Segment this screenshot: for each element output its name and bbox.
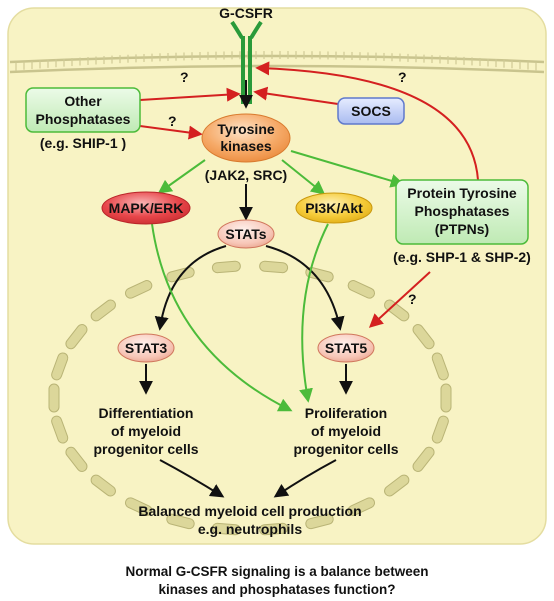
nuclear-envelope-segment [431, 352, 449, 381]
ptpn-line1: Protein Tyrosine [407, 185, 517, 201]
g-csfr-label: G-CSFR [219, 5, 273, 21]
nuclear-envelope-segment [440, 383, 452, 413]
nuclear-envelope-segment [48, 383, 60, 413]
nuclear-envelope-segment [124, 280, 153, 299]
ptpn-example: (e.g. SHP-1 & SHP-2) [393, 249, 531, 265]
stat3-node [117, 333, 175, 363]
mapk-erk-label: MAPK/ERK [109, 200, 184, 216]
arrow-other-phosphatases-to-kinases [139, 125, 203, 140]
nuclear-envelope-segment [211, 260, 241, 274]
arrow-socs-to-receptor [253, 86, 339, 105]
nucleus-envelope [48, 260, 452, 536]
arrow-pi3k-to-proliferation [299, 223, 329, 403]
nuclear-envelope-segment [259, 522, 289, 536]
proliferation-line2: of myeloid [311, 423, 381, 439]
nuclear-envelope-segment [211, 522, 241, 536]
arrow-differentiation-to-balanced [159, 459, 225, 498]
nuclear-envelope-segment [259, 260, 289, 274]
nuclear-envelope-segment [384, 474, 410, 497]
other-phosphatases-line2: Phosphatases [36, 111, 131, 127]
nuclear-envelope-segment [412, 324, 435, 350]
socs-label: SOCS [351, 103, 391, 119]
question-mark-2: ? [168, 113, 177, 129]
arrow-stats-to-stat5 [265, 245, 345, 331]
nuclear-envelope-segment [65, 446, 88, 472]
arrow-ptpn-to-receptor [255, 61, 479, 181]
nuclear-envelope-segment [124, 497, 153, 516]
other-phosphatases-line1: Other [64, 93, 102, 109]
nuclear-envelope-segment [51, 352, 69, 381]
g-csfr-receptor [230, 20, 263, 104]
nuclear-envelope-segment [412, 446, 435, 472]
nuclear-envelope-segment [305, 513, 334, 530]
arrow-stats-to-stat3 [154, 245, 227, 331]
other-phosphatases-box [25, 87, 141, 133]
cell-background [7, 7, 547, 545]
arrow-kinases-to-ptpn [290, 150, 405, 188]
mapk-erk-node [101, 191, 191, 225]
ptpn-line2: Phosphatases [415, 203, 510, 219]
nuclear-envelope-segment [65, 324, 88, 350]
arrow-kinases-to-mapk [157, 159, 206, 194]
stats-node [217, 219, 275, 249]
differentiation-line1: Differentiation [99, 405, 194, 421]
nuclear-envelope-segment [90, 474, 116, 497]
differentiation-line2: of myeloid [111, 423, 181, 439]
differentiation-line3: progenitor cells [93, 441, 198, 457]
arrow-mapk-to-proliferation [151, 223, 293, 412]
pi3k-akt-node [295, 192, 373, 224]
balanced-line2: e.g. neutrophils [198, 521, 302, 537]
arrow-other-phosphatases-to-receptor [139, 87, 241, 102]
nuclear-envelope-segment [384, 299, 410, 322]
tyrosine-kinases-line2: kinases [220, 138, 272, 154]
nuclear-envelope-segment [431, 415, 449, 444]
stat3-label: STAT3 [125, 340, 167, 356]
nuclear-envelope-segment [347, 497, 376, 516]
tyrosine-kinases-node [201, 113, 291, 163]
caption-line2: kinases and phosphatases function? [158, 582, 395, 597]
caption-line1: Normal G-CSFR signaling is a balance bet… [125, 564, 428, 579]
nuclear-envelope-segment [51, 415, 69, 444]
question-mark-4: ? [408, 291, 417, 307]
arrows [139, 61, 479, 498]
nuclear-envelope-segment [166, 513, 195, 530]
proliferation-line1: Proliferation [305, 405, 387, 421]
ptpn-box [395, 179, 529, 245]
tyrosine-kinases-line1: Tyrosine [217, 121, 275, 137]
nuclear-envelope-segment [90, 299, 116, 322]
question-mark-3: ? [398, 69, 407, 85]
ptpn-line3: (PTPNs) [435, 221, 489, 237]
stat5-label: STAT5 [325, 340, 367, 356]
arrow-proliferation-to-balanced [273, 459, 337, 498]
stat5-node [317, 333, 375, 363]
question-mark-1: ? [180, 69, 189, 85]
balanced-line1: Balanced myeloid cell production [138, 503, 361, 519]
other-phosphatases-example: (e.g. SHIP-1 ) [40, 135, 126, 151]
proliferation-line3: progenitor cells [293, 441, 398, 457]
arrow-kinases-to-pi3k [281, 159, 326, 195]
pi3k-akt-label: PI3K/Akt [305, 200, 363, 216]
stats-label: STATs [225, 226, 266, 242]
socs-box [337, 97, 405, 125]
arrow-ptpn-to-stat5 [368, 271, 431, 328]
tyrosine-kinases-example: (JAK2, SRC) [205, 167, 287, 183]
nuclear-envelope-segment [347, 280, 376, 299]
plasma-membrane [9, 51, 545, 74]
